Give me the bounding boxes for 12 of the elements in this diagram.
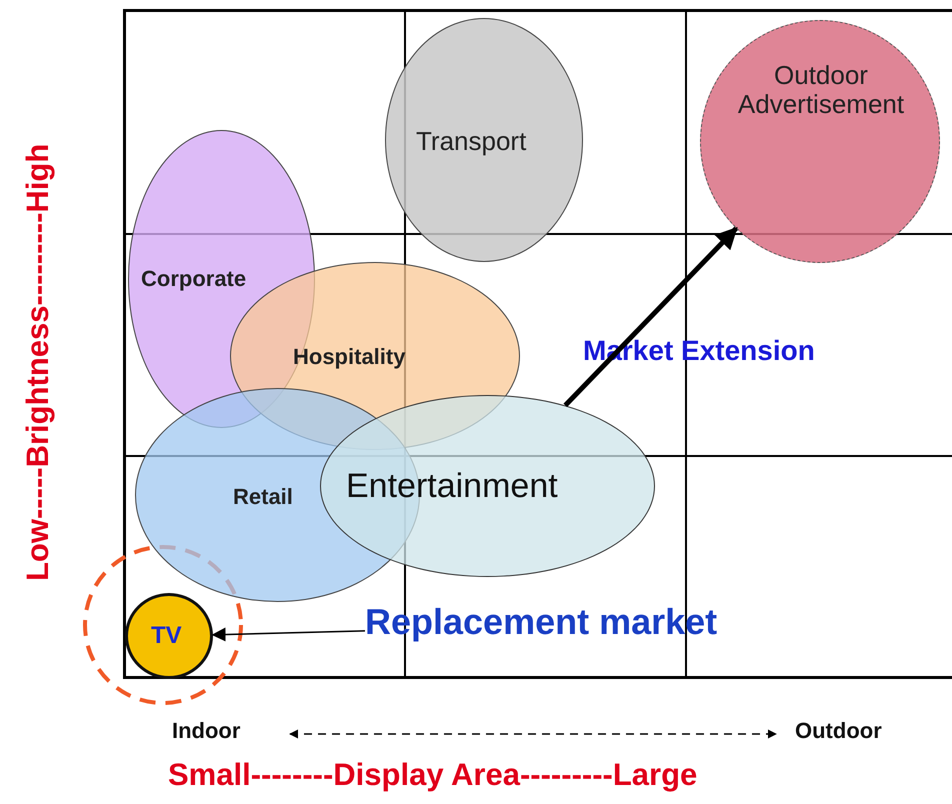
- segment-label: Retail: [233, 485, 293, 510]
- segment-label: Corporate: [141, 267, 246, 292]
- segment-label: TV: [151, 623, 182, 650]
- axis-end-label: Indoor: [172, 718, 240, 744]
- segment-label: Entertainment: [346, 468, 558, 506]
- axis-title: Small--------Display Area---------Large: [168, 757, 698, 793]
- segment-label: Transport: [416, 127, 526, 156]
- axis-end-label: Outdoor: [795, 718, 882, 744]
- axis-title: Low-----Brightness---------High: [20, 142, 56, 584]
- segment-label: Hospitality: [293, 345, 406, 370]
- arrow: [212, 628, 366, 642]
- segment-label: Outdoor Advertisement: [736, 61, 906, 118]
